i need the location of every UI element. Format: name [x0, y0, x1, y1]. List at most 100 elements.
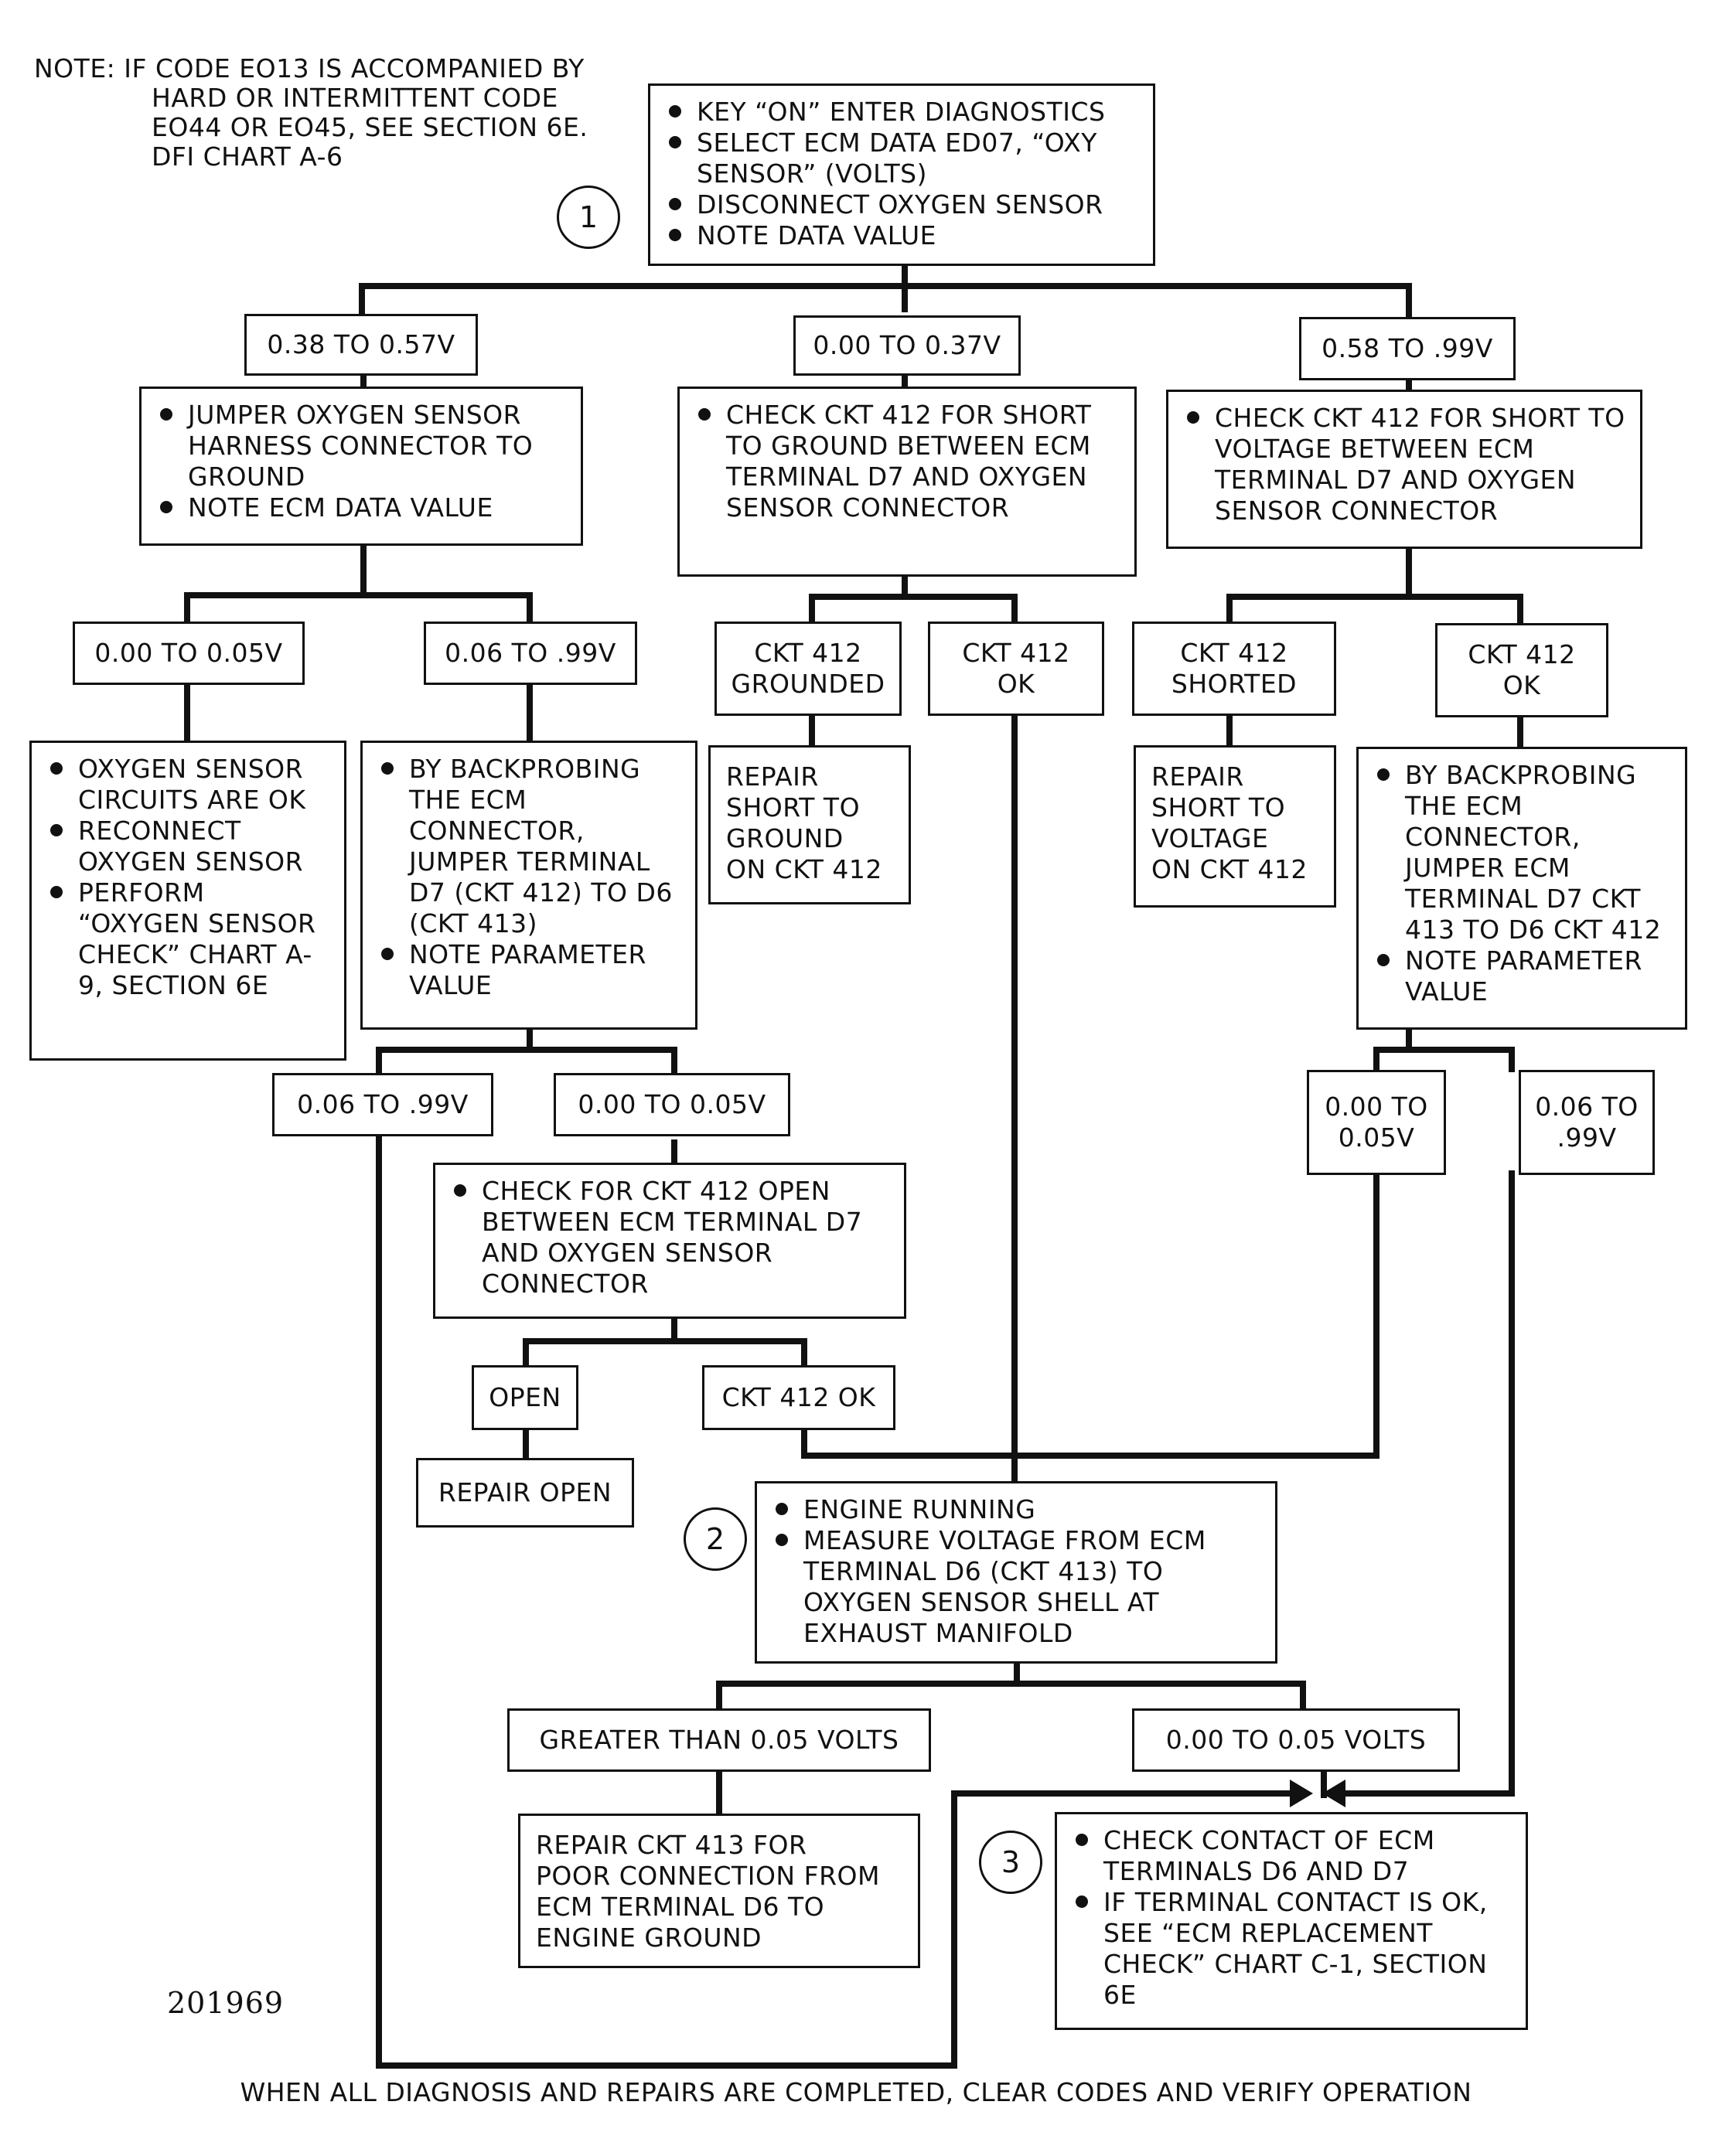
repair-line: ON CKT 412 [726, 854, 882, 884]
step-3-box: CHECK CONTACT OF ECM TERMINALS D6 AND D7… [1055, 1812, 1528, 2030]
action-item: CHECK FOR CKT 412 OPEN BETWEEN ECM TERMI… [449, 1176, 890, 1299]
repair-line: ON CKT 412 [1151, 854, 1308, 884]
start-item: NOTE DATA VALUE [664, 220, 1139, 251]
ok-label-text: CKT 412 OK [721, 1382, 876, 1412]
label-line: OK [997, 669, 1035, 699]
range-label-0.06-0.99: 0.06 TO .99V [424, 622, 637, 685]
range-label-text: 0.00 TO 0.05V [578, 1089, 766, 1119]
range-label-text: GREATER THAN 0.05 VOLTS [539, 1725, 899, 1755]
step-1-marker: 1 [557, 186, 620, 249]
range-label-sub-low: 0.00 TO 0.05V [554, 1073, 790, 1136]
arrowhead-left [1322, 1780, 1345, 1807]
sensor-circuits-ok-box: OXYGEN SENSOR CIRCUITS ARE OK RECONNECT … [29, 741, 346, 1061]
label-line: CKT 412 [962, 638, 1070, 668]
action-item: MEASURE VOLTAGE FROM ECM TERMINAL D6 (CK… [771, 1525, 1261, 1649]
footer-note: WHEN ALL DIAGNOSIS AND REPAIRS ARE COMPL… [240, 2077, 1472, 2107]
action-item: NOTE PARAMETER VALUE [1373, 945, 1671, 1007]
range-label-text: 0.06 TO .99V [297, 1089, 469, 1119]
check-short-ground-box: CHECK CKT 412 FOR SHORT TO GROUND BETWEE… [677, 387, 1137, 577]
step-2-marker: 2 [684, 1507, 747, 1571]
connector-line [801, 1170, 1379, 1459]
start-item: DISCONNECT OXYGEN SENSOR [664, 189, 1139, 220]
label-line: CKT 412 [1180, 638, 1288, 668]
ckt412-ok-label-left: CKT 412 OK [702, 1365, 895, 1430]
action-item: IF TERMINAL CONTACT IS OK, SEE “ECM REPL… [1071, 1887, 1512, 2011]
step-2-box: ENGINE RUNNING MEASURE VOLTAGE FROM ECM … [755, 1481, 1277, 1664]
repair-line: GROUND [726, 823, 844, 853]
repair-open-text: REPAIR OPEN [438, 1477, 612, 1507]
repair-line: REPAIR CKT 413 FOR [536, 1830, 807, 1860]
start-item: SELECT ECM DATA ED07, “OXY SENSOR” (VOLT… [664, 128, 1139, 189]
repair-line: SHORT TO [726, 792, 861, 823]
label-line: 0.05V [1338, 1122, 1415, 1153]
range-label-right-low: 0.00 TO 0.05V [1307, 1070, 1446, 1175]
range-label-0.38-0.57: 0.38 TO 0.57V [244, 314, 478, 376]
action-item: NOTE ECM DATA VALUE [155, 492, 567, 523]
repair-line: REPAIR [726, 761, 819, 792]
label-line: CKT 412 [754, 638, 862, 668]
action-item: OXYGEN SENSOR CIRCUITS ARE OK [46, 754, 330, 816]
range-label-sub-high: 0.06 TO .99V [272, 1073, 493, 1136]
label-line: .99V [1557, 1122, 1617, 1153]
note-line: NOTE: IF CODE EO13 IS ACCOMPANIED BY [34, 53, 585, 83]
open-label-text: OPEN [489, 1382, 561, 1412]
range-label-text: 0.06 TO .99V [445, 638, 616, 668]
action-item: CHECK CKT 412 FOR SHORT TO GROUND BETWEE… [694, 400, 1120, 523]
connector-line [1335, 1170, 1515, 1797]
backprobe-right-box: BY BACKPROBING THE ECM CONNECTOR, JUMPER… [1356, 747, 1687, 1030]
repair-ckt413-box: REPAIR CKT 413 FOR POOR CONNECTION FROM … [518, 1814, 920, 1968]
start-box: KEY “ON” ENTER DIAGNOSTICS SELECT ECM DA… [648, 83, 1155, 266]
range-label-text: 0.38 TO 0.57V [267, 329, 455, 359]
zero-to-0.05-volts-label: 0.00 TO 0.05 VOLTS [1132, 1708, 1460, 1772]
action-item: RECONNECT OXYGEN SENSOR [46, 816, 330, 877]
greater-than-0.05-label: GREATER THAN 0.05 VOLTS [507, 1708, 931, 1772]
repair-line: ECM TERMINAL D6 TO [536, 1892, 825, 1922]
backprobe-left-box: BY BACKPROBING THE ECM CONNECTOR, JUMPER… [360, 741, 697, 1030]
label-line: 0.00 TO [1325, 1092, 1428, 1122]
label-line: OK [1502, 670, 1541, 700]
note-text: NOTE: IF CODE EO13 IS ACCOMPANIED BY HAR… [34, 54, 588, 172]
label-line: CKT 412 [1468, 639, 1576, 669]
repair-line: POOR CONNECTION FROM [536, 1861, 880, 1891]
ckt412-shorted-label: CKT 412 SHORTED [1132, 622, 1336, 716]
action-item: BY BACKPROBING THE ECM CONNECTOR, JUMPER… [377, 754, 681, 939]
check-short-voltage-box: CHECK CKT 412 FOR SHORT TO VOLTAGE BETWE… [1166, 390, 1642, 549]
range-label-0.00-0.37: 0.00 TO 0.37V [793, 315, 1021, 376]
repair-short-voltage-box: REPAIR SHORT TO VOLTAGE ON CKT 412 [1134, 745, 1336, 908]
repair-line: VOLTAGE [1151, 823, 1269, 853]
action-item: PERFORM “OXYGEN SENSOR CHECK” CHART A-9,… [46, 877, 330, 1001]
range-label-0.58-0.99: 0.58 TO .99V [1299, 317, 1516, 380]
ckt412-ok-label-mid: CKT 412 OK [928, 622, 1104, 716]
range-label-text: 0.00 TO 0.37V [813, 330, 1001, 360]
repair-line: REPAIR [1151, 761, 1244, 792]
figure-id: 201969 [167, 1986, 285, 2020]
check-open-box: CHECK FOR CKT 412 OPEN BETWEEN ECM TERMI… [433, 1163, 906, 1319]
range-label-text: 0.58 TO .99V [1322, 333, 1493, 363]
action-item: CHECK CONTACT OF ECM TERMINALS D6 AND D7 [1071, 1825, 1512, 1887]
action-item: ENGINE RUNNING [771, 1494, 1261, 1525]
action-item: NOTE PARAMETER VALUE [377, 939, 681, 1001]
label-line: 0.06 TO [1535, 1092, 1639, 1122]
action-item: CHECK CKT 412 FOR SHORT TO VOLTAGE BETWE… [1182, 403, 1626, 526]
repair-open-box: REPAIR OPEN [416, 1458, 634, 1528]
arrowhead-right [1290, 1780, 1313, 1807]
start-item: KEY “ON” ENTER DIAGNOSTICS [664, 97, 1139, 128]
repair-line: ENGINE GROUND [536, 1923, 762, 1953]
action-item: JUMPER OXYGEN SENSOR HARNESS CONNECTOR T… [155, 400, 567, 492]
label-line: GROUNDED [731, 669, 885, 699]
ckt412-ok-label-right: CKT 412 OK [1435, 623, 1608, 717]
jumper-sensor-box: JUMPER OXYGEN SENSOR HARNESS CONNECTOR T… [139, 387, 583, 546]
label-line: SHORTED [1171, 669, 1298, 699]
repair-short-ground-box: REPAIR SHORT TO GROUND ON CKT 412 [708, 745, 911, 904]
note-line: EO44 OR EO45, SEE SECTION 6E. [152, 112, 588, 142]
open-label: OPEN [472, 1365, 578, 1430]
action-item: BY BACKPROBING THE ECM CONNECTOR, JUMPER… [1373, 760, 1671, 945]
ckt412-grounded-label: CKT 412 GROUNDED [714, 622, 902, 716]
range-label-text: 0.00 TO 0.05 VOLTS [1165, 1725, 1427, 1755]
range-label-0.00-0.05: 0.00 TO 0.05V [73, 622, 305, 685]
note-line: DFI CHART A-6 [152, 141, 343, 172]
repair-line: SHORT TO [1151, 792, 1286, 823]
note-line: HARD OR INTERMITTENT CODE [152, 83, 558, 113]
